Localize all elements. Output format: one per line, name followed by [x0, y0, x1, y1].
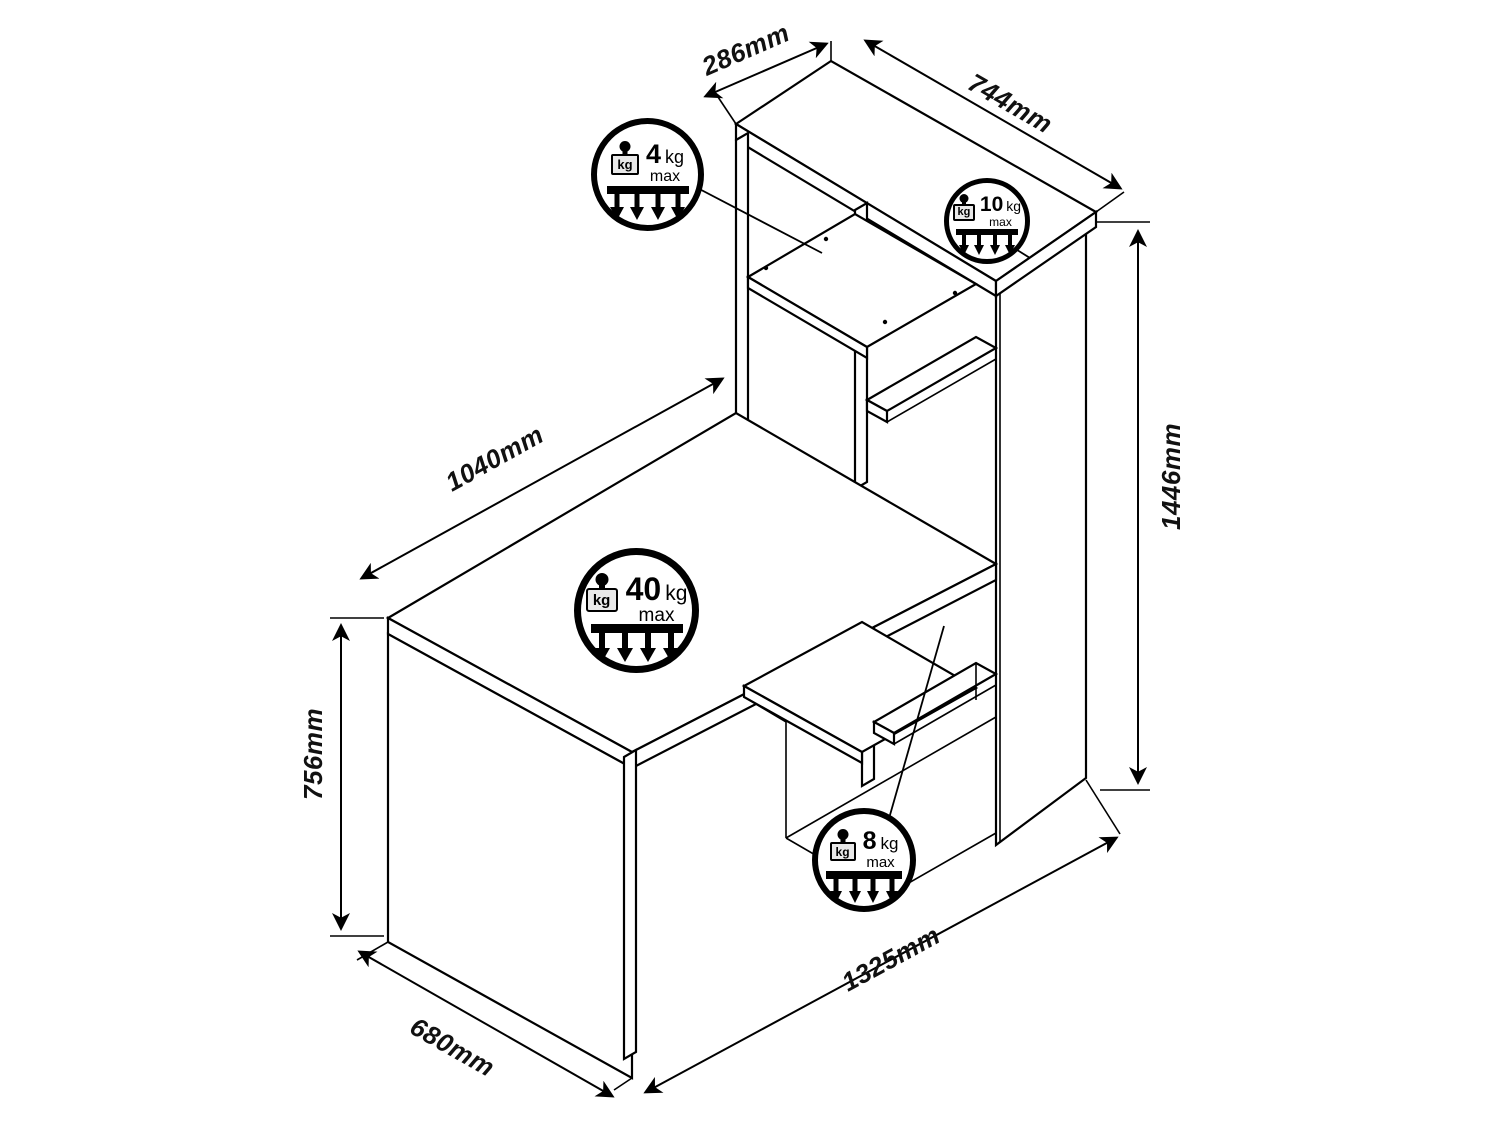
weight-icon: kg: [585, 573, 618, 612]
dim-ext-1325-right: [1085, 779, 1121, 835]
load-unit-40kg: kg: [665, 582, 688, 605]
weight-icon-label: kg: [835, 844, 850, 859]
load-badge-40kg: kg 40 kg max: [574, 548, 699, 673]
load-max-10kg: max: [989, 215, 1012, 229]
load-badge-4kg: kg 4 kg max: [591, 118, 704, 231]
lower-cabinet-bottom-line: [743, 696, 787, 838]
dim-line-1325: [643, 836, 1119, 1094]
leader-line-8kg: [887, 625, 945, 823]
shelf-pin-mark: [952, 290, 958, 296]
shelf-pin-mark: [882, 319, 888, 325]
dim-line-1040: [359, 377, 725, 580]
load-max-4kg: max: [649, 168, 681, 185]
load-arrows: [610, 194, 686, 220]
load-bar: [826, 871, 902, 879]
load-unit-10kg: kg: [1006, 198, 1022, 214]
load-bar: [956, 229, 1018, 235]
load-arrows: [594, 633, 680, 662]
load-value-4kg: 4: [645, 139, 661, 169]
dim-label-756: 756mm: [298, 708, 328, 800]
load-value-8kg: 8: [862, 827, 877, 855]
load-value-10kg: 10: [979, 193, 1004, 216]
weight-icon-label: kg: [592, 591, 611, 609]
load-max-40kg: max: [638, 605, 675, 626]
load-unit-4kg: kg: [665, 147, 685, 167]
lower-shelf-right-board-back: [893, 662, 997, 745]
load-unit-8kg: kg: [880, 834, 899, 853]
dim-line-286: [703, 41, 829, 99]
weight-icon: kg: [829, 829, 856, 861]
dim-line-744: [863, 39, 1123, 190]
shelf-top-panel-right-edge: [994, 209, 1098, 299]
shelf-second-board-back: [886, 336, 997, 423]
dim-ext-680-b: [613, 1077, 633, 1091]
load-arrows: [829, 879, 899, 903]
leader-line-4kg: [685, 181, 823, 254]
dim-label-1446: 1446mm: [1156, 423, 1186, 530]
weight-icon: kg: [610, 141, 639, 175]
load-bar: [606, 186, 689, 194]
lower-cabinet-bottom-rail: [785, 716, 997, 839]
dim-line-680: [357, 950, 615, 1098]
load-value-40kg: 40: [625, 571, 662, 607]
dim-ext-680-a: [356, 941, 389, 961]
load-arrows: [958, 235, 1016, 256]
load-badge-10kg: kg 10 kg max: [944, 178, 1030, 264]
dim-ext-744-a: [1095, 191, 1125, 213]
dim-ext-286-a: [711, 87, 737, 125]
weight-icon-label: kg: [617, 157, 633, 172]
shelf-pin-mark: [763, 265, 769, 271]
load-max-8kg: max: [866, 854, 895, 871]
load-badge-8kg: kg 8 kg max: [812, 808, 916, 912]
shelf-upper-board-front: [746, 275, 869, 360]
shelf-pin-mark: [823, 236, 829, 242]
load-bar: [590, 624, 683, 633]
weight-icon: kg: [952, 194, 975, 221]
shelf-upper-board-right-edge: [866, 283, 977, 348]
weight-icon-label: kg: [957, 206, 971, 218]
lower-shelf-left-board-right: [861, 687, 977, 753]
